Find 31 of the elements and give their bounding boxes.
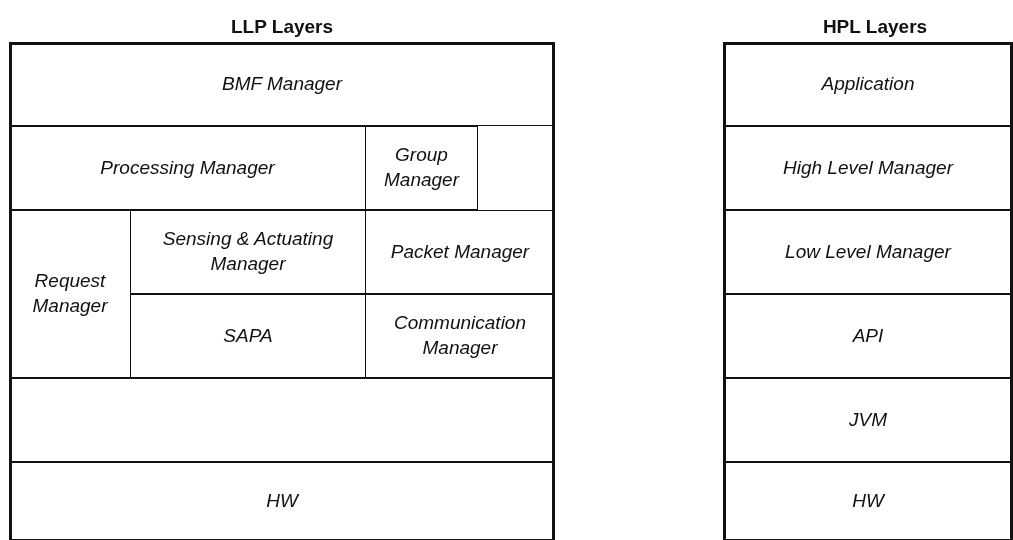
layer-box <box>9 126 366 210</box>
layer-label: SAPA <box>222 323 274 348</box>
layer-label: Low Level Manager <box>784 239 953 264</box>
layer-box <box>365 126 478 210</box>
stack-title: LLP Layers <box>229 15 335 39</box>
layer-box <box>9 462 555 540</box>
layer-label: Processing Manager <box>99 155 276 180</box>
layer-label: Packet Manager <box>389 239 531 264</box>
layer-box <box>130 294 366 378</box>
layer-label: Application <box>820 71 916 96</box>
layer-box <box>723 294 1013 378</box>
layer-box <box>365 210 555 294</box>
layer-box <box>130 210 366 294</box>
layer-label: BMF Manager <box>221 71 344 96</box>
layer-box <box>723 378 1013 462</box>
layer-label: HW <box>265 488 301 513</box>
layer-label: Group Manager <box>383 143 461 192</box>
layer-label: HW <box>851 488 887 513</box>
layer-box <box>365 294 555 378</box>
stack-title: HPL Layers <box>821 15 929 39</box>
layer-label: Sensing & Actuating Manager <box>161 227 335 276</box>
layer-box <box>723 210 1013 294</box>
layer-label: API <box>851 323 885 348</box>
layer-box <box>9 210 131 378</box>
layer-box <box>723 126 1013 210</box>
layer-box <box>9 378 555 462</box>
layer-label: Communication Manager <box>393 311 527 360</box>
layer-box <box>723 462 1013 540</box>
layer-label: Request Manager <box>31 269 109 318</box>
layer-label: High Level Manager <box>781 155 955 180</box>
layer-label: JVM <box>848 407 888 432</box>
